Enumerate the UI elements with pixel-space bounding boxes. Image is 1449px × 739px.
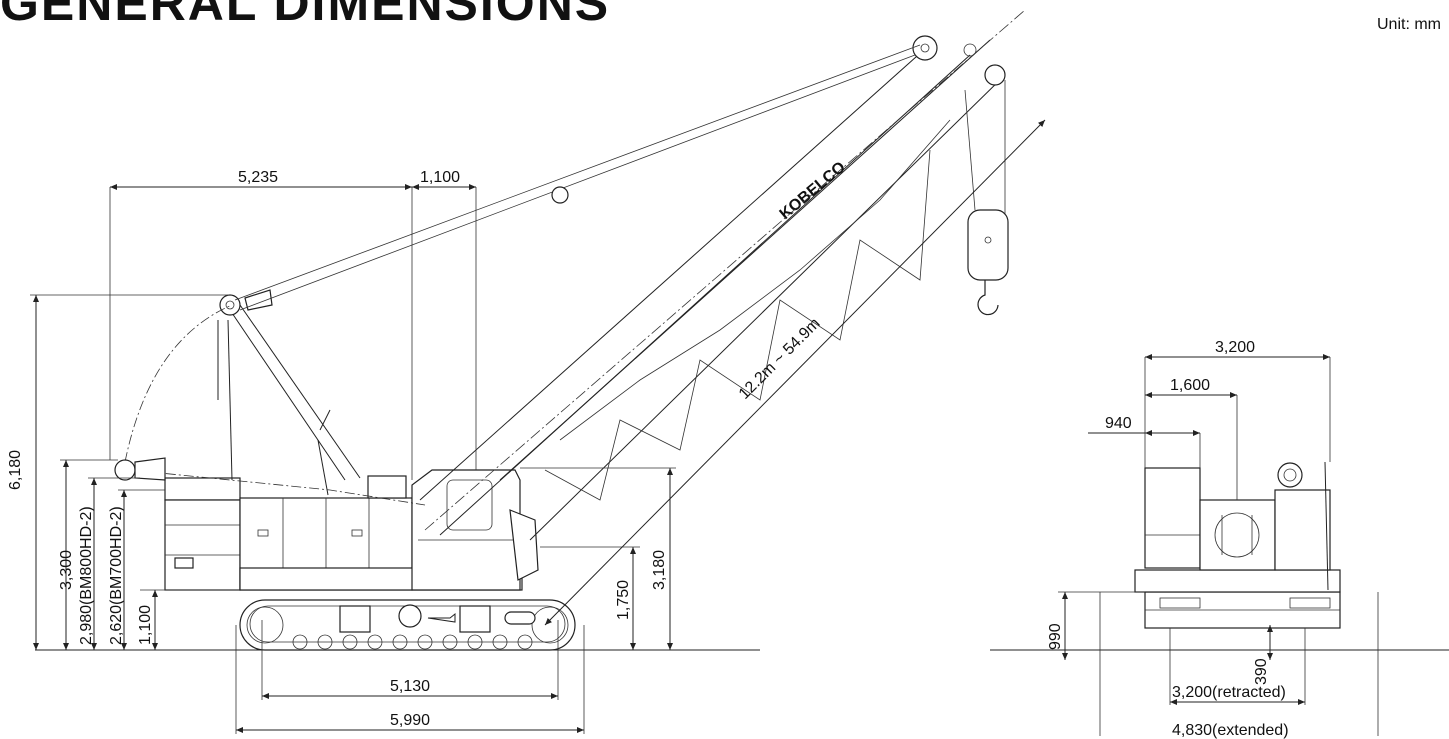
side-view: KOBELCO — [7, 9, 1046, 734]
dim-940: 940 — [1105, 415, 1132, 432]
unit-label: Unit: mm — [1377, 16, 1441, 33]
dim-1750: 1,750 — [615, 580, 632, 620]
rear-view: 3,200 1,600 940 990 390 3,200(retracted)… — [990, 339, 1449, 739]
crawler-track — [239, 599, 576, 651]
dim-5130: 5,130 — [390, 678, 430, 695]
dim-990: 990 — [1047, 623, 1064, 650]
boom-brand-label: KOBELCO — [777, 159, 849, 223]
dim-1100-top: 1,100 — [420, 169, 460, 186]
dim-390: 390 — [1253, 658, 1270, 685]
dim-2980: 2,980(BM800HD-2) — [78, 506, 95, 645]
dim-5990: 5,990 — [390, 712, 430, 729]
dim-4830-extended: 4,830(extended) — [1172, 722, 1289, 739]
dim-1600: 1,600 — [1170, 377, 1210, 394]
boom-foot-stowed — [114, 457, 166, 481]
dim-3200-top: 3,200 — [1215, 339, 1255, 356]
rear-body — [1134, 461, 1341, 593]
gantry-mast — [217, 289, 361, 496]
upper-structure — [164, 469, 539, 591]
dim-3200-retracted: 3,200(retracted) — [1172, 684, 1286, 701]
dim-3300: 3,300 — [58, 550, 75, 590]
page-title: GENERAL DIMENSIONS — [0, 0, 611, 31]
lattice-boom: KOBELCO — [234, 9, 1026, 541]
dim-3180: 3,180 — [651, 550, 668, 590]
dim-2620: 2,620(BM700HD-2) — [108, 506, 125, 645]
hook-block — [964, 80, 1009, 316]
dim-boom-length: 12.2m ~ 54.9m — [736, 315, 824, 403]
dim-6180: 6,180 — [7, 450, 24, 490]
rear-dimensions: 3,200 1,600 940 990 390 3,200(retracted)… — [1047, 339, 1379, 739]
dim-1100-side: 1,100 — [137, 605, 154, 645]
dim-5235: 5,235 — [238, 169, 278, 186]
